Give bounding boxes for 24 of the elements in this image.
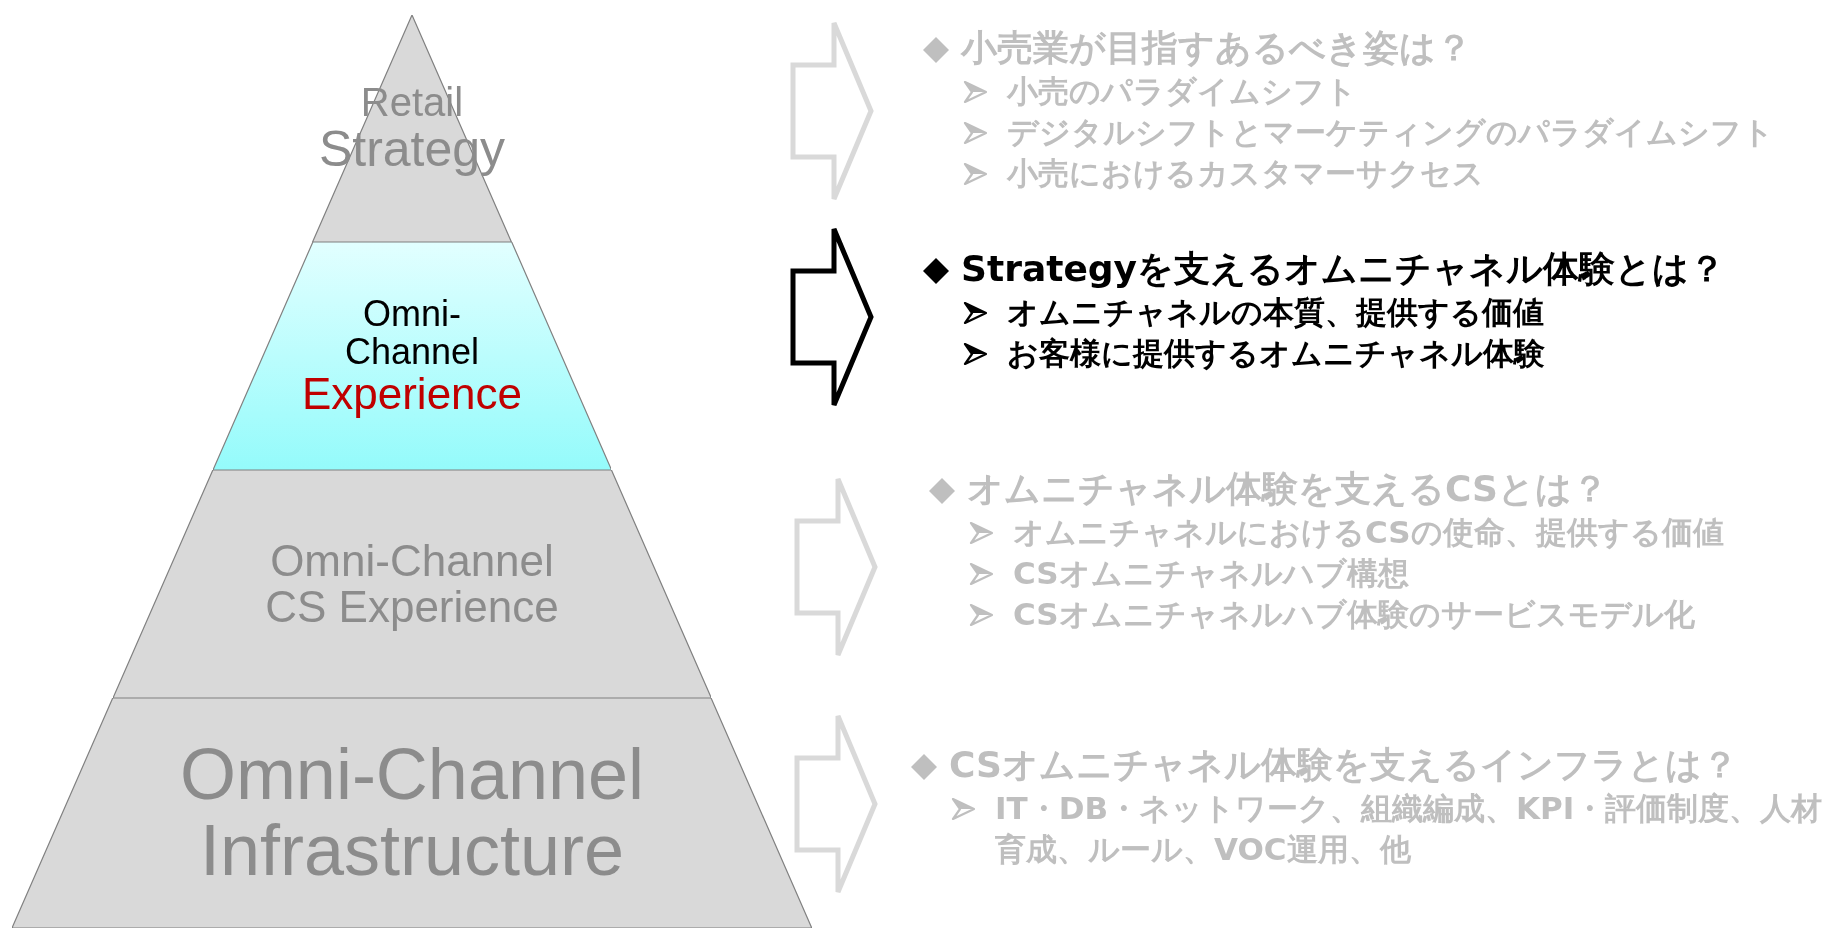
block-arrow — [790, 226, 874, 408]
tier-label: Omni-Channel Infrastructure — [178, 737, 646, 889]
block-arrow — [790, 20, 874, 202]
bullet-text: お客様に提供するオムニチャネル体験 — [1007, 334, 1545, 373]
bullet-text: 小売におけるカスタマーサクセス — [1007, 154, 1484, 193]
pyramid-tier — [212, 242, 612, 470]
bullet-text: 小売のパラダイムシフト — [1007, 72, 1357, 111]
block-arrow — [794, 476, 878, 658]
tier-label: Omni- Channel — [343, 295, 481, 371]
bullet-text: IT・DB・ネットワーク、組織編成、KPI・評価制度、人材育成、ルール、VOC運用、他 — [995, 789, 1824, 869]
question-heading: Strategyを支えるオムニチャネル体験とは？ — [961, 248, 1726, 289]
tier-label: Omni-Channel CS Experience — [264, 537, 560, 631]
bullet-text: オムニチャネルにおけるCSの使命、提供する価値 — [1013, 513, 1724, 552]
pyramid-tier — [12, 698, 812, 928]
pyramid-tier — [112, 470, 712, 698]
bullet-text: オムニチャネルの本質、提供する価値 — [1007, 293, 1544, 332]
question-heading: 小売業が目指すあるべき姿は？ — [961, 27, 1472, 68]
question-heading: オムニチャネル体験を支えるCSとは？ — [967, 468, 1608, 509]
block-arrow — [794, 713, 878, 895]
question-heading: CSオムニチャネル体験を支えるインフラとは？ — [949, 744, 1738, 785]
bullet-text: デジタルシフトとマーケティングのパラダイムシフト — [1007, 113, 1774, 152]
tier-label: Experience — [301, 370, 523, 417]
bullet-text: CSオムニチャネルハブ構想 — [1013, 554, 1409, 593]
bullet-text: CSオムニチャネルハブ体験のサービスモデル化 — [1013, 595, 1695, 634]
